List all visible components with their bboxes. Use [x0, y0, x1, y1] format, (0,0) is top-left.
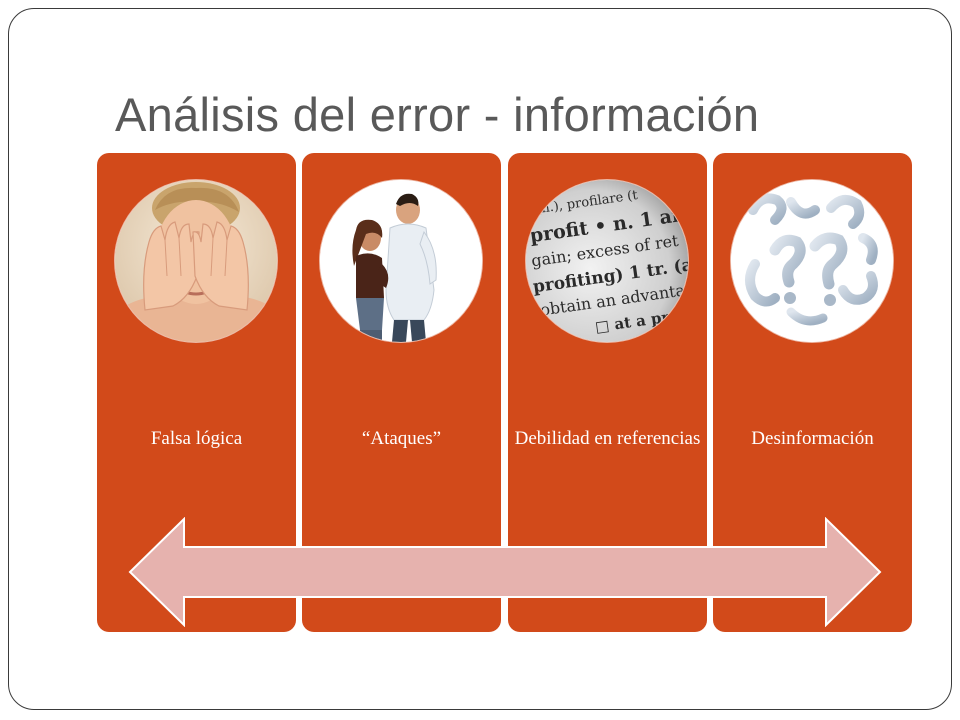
- question-marks-icon: [731, 180, 893, 342]
- card-label: Desinformación: [751, 427, 874, 449]
- card-image-question-marks: [731, 180, 893, 342]
- card-label: Debilidad en referencias: [514, 427, 701, 449]
- arrow-shape: [128, 517, 882, 627]
- person-covering-eyes-icon: [115, 180, 277, 342]
- couple-arguing-icon: [320, 180, 482, 342]
- card-label: Falsa lógica: [150, 427, 243, 449]
- card-image-couple-arguing: [320, 180, 482, 342]
- card-label: “Ataques”: [361, 427, 442, 449]
- slide-title: Análisis del error - información: [115, 88, 760, 141]
- dictionary-page-icon: (n.), profilare (t profit • n. 1 an gain…: [526, 180, 688, 342]
- card-image-dictionary-profit-entry: (n.), profilare (t profit • n. 1 an gain…: [526, 180, 688, 342]
- card-image-person-covering-eyes: [115, 180, 277, 342]
- double-headed-arrow: [128, 517, 882, 627]
